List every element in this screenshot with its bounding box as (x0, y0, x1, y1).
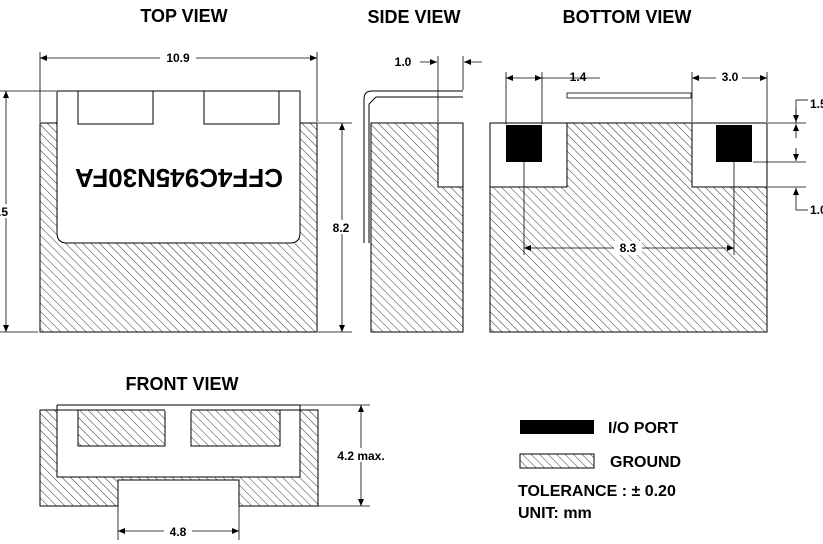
bottom-view-title: BOTTOM VIEW (563, 7, 692, 27)
top-view-tab-right (203, 90, 280, 125)
legend-io-port-swatch (520, 420, 594, 434)
legend-io-port-label: I/O PORT (608, 420, 678, 437)
dim-bottom-port-width: 1.4 (570, 70, 587, 84)
top-view-title: TOP VIEW (140, 6, 227, 26)
top-view: CFF4C945N30FA 10.9 .5 8.2 (0, 50, 356, 333)
bottom-view: 1.4 3.0 8.3 1.5 1.0 (489, 70, 823, 333)
io-port-left (506, 125, 542, 162)
dim-bottom-port-spacing: 8.3 (620, 241, 637, 255)
tolerance-note: TOLERANCE : ± 0.20 (518, 483, 676, 500)
top-view-shield-cover (56, 90, 301, 244)
front-view-title: FRONT VIEW (126, 374, 239, 394)
bottom-view-top-edge (566, 92, 692, 99)
side-view-shield-profile (363, 90, 463, 243)
dim-side-top: 1.0 (395, 55, 412, 69)
dim-front-gap: 4.8 (170, 525, 187, 539)
side-view: 1.0 (363, 55, 482, 333)
part-marking-text: CFF4C945N30FA (75, 163, 283, 193)
legend-ground-label: GROUND (610, 454, 681, 471)
dim-bottom-port-offset: 3.0 (722, 70, 739, 84)
top-view-tab-left (77, 90, 154, 125)
front-view-block-right (190, 409, 281, 447)
side-view-notch (437, 122, 464, 188)
front-view: 4.2 max. 4.8 (39, 404, 392, 540)
dim-top-height: .5 (0, 205, 8, 219)
dim-bottom-right-top: 1.5 (810, 97, 823, 111)
unit-note: UNIT: mm (518, 505, 592, 522)
dim-front-height: 4.2 max. (337, 449, 384, 463)
io-port-right (716, 125, 752, 162)
legend-ground-swatch (519, 453, 595, 469)
dim-bottom-right-bottom: 1.0 (810, 203, 823, 217)
side-view-title: SIDE VIEW (367, 7, 460, 27)
front-view-block-left (77, 409, 166, 447)
dim-top-body-height: 8.2 (333, 221, 350, 235)
dim-top-width: 10.9 (166, 51, 190, 65)
legend: I/O PORT GROUND TOLERANCE : ± 0.20 UNIT:… (518, 420, 681, 522)
